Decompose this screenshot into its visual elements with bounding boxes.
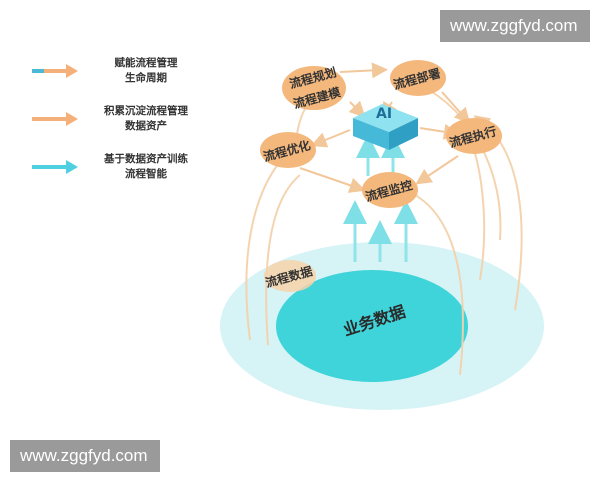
watermark-bottom: www.zggfyd.com: [10, 440, 160, 472]
node-execute: 流程执行: [446, 118, 502, 154]
node-optimize: 流程优化: [260, 132, 316, 168]
legend-lifecycle-line1: 赋能流程管理: [114, 57, 178, 69]
business-data-disc: [276, 270, 468, 382]
watermark-top: www.zggfyd.com: [440, 10, 590, 42]
legend-item-data-assets: 积累沉淀流程管理 数据资产: [32, 104, 222, 152]
legend-intelligence-line2: 流程智能: [125, 168, 167, 180]
node-design: 流程规划 流程建模: [282, 64, 346, 111]
ai-hub: AI: [353, 104, 418, 150]
legend-lifecycle-line2: 生命周期: [125, 72, 167, 84]
legend: 赋能流程管理 生命周期 积累沉淀流程管理 数据资产 基于数据资产训练 流程智能: [32, 56, 222, 200]
node-monitor: 流程监控: [362, 172, 418, 208]
legend-intelligence-line1: 基于数据资产训练: [104, 153, 188, 165]
legend-data-assets-line1: 积累沉淀流程管理: [104, 105, 188, 117]
lifecycle-arrow-icon: [32, 64, 78, 78]
hub-label: AI: [376, 106, 392, 122]
legend-data-assets-line2: 数据资产: [125, 120, 167, 132]
node-data: 流程数据: [264, 260, 316, 292]
data-assets-arrow-icon: [32, 112, 78, 126]
legend-item-intelligence: 基于数据资产训练 流程智能: [32, 152, 222, 200]
intelligence-arrow-icon: [32, 160, 78, 174]
intelligence-arrows: [343, 134, 418, 262]
legend-item-lifecycle: 赋能流程管理 生命周期: [32, 56, 222, 104]
node-deploy: 流程部署: [390, 60, 446, 96]
